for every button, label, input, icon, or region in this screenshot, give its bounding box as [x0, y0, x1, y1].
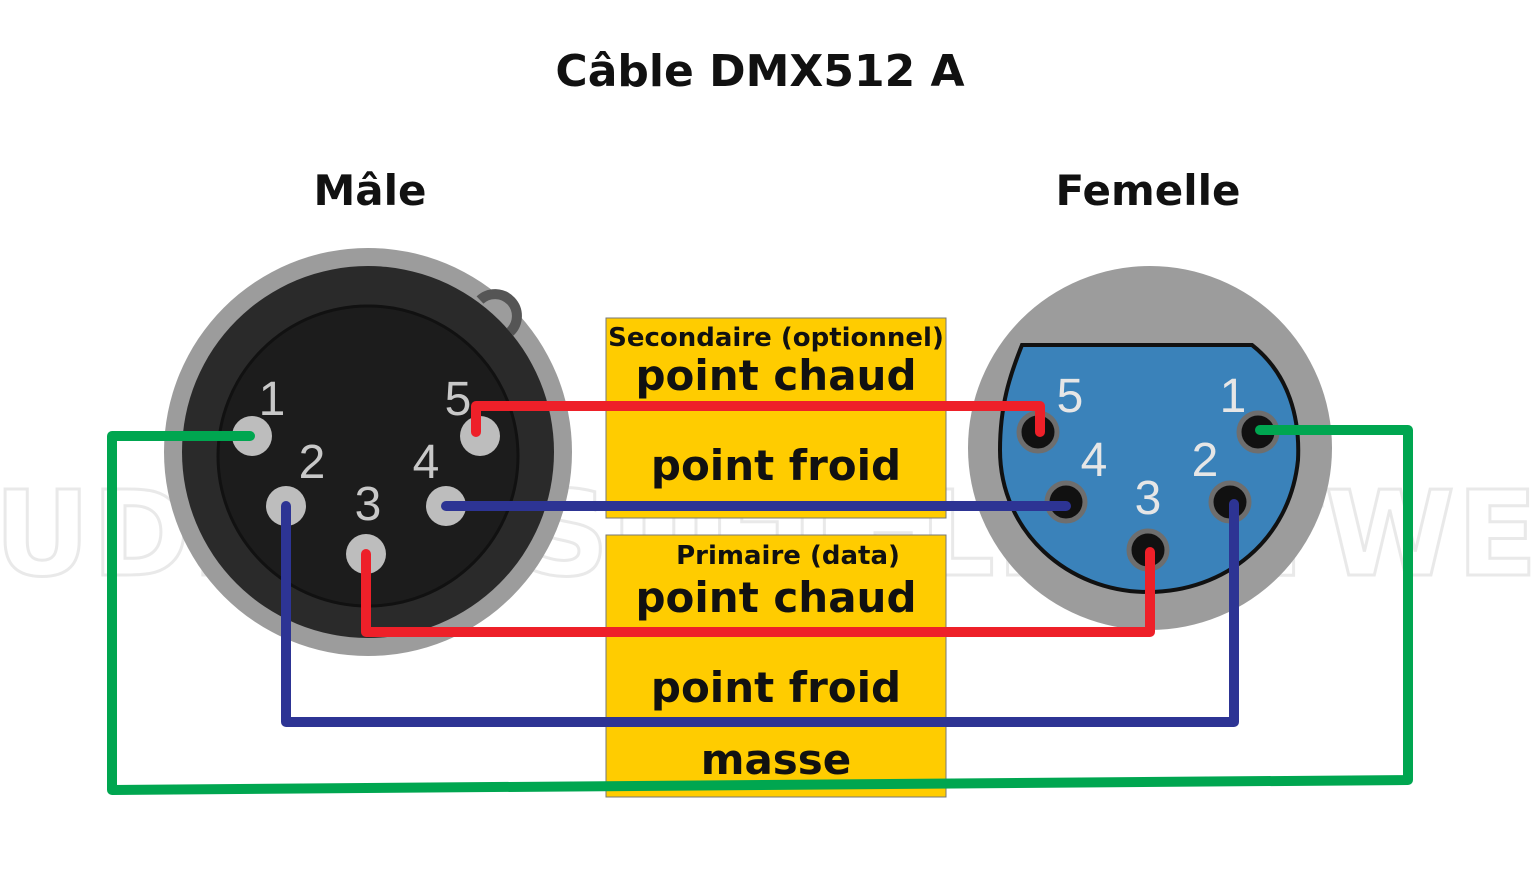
wire-ground	[107, 425, 1413, 795]
legend-primary-ground: masse	[701, 735, 852, 784]
legend-secondary-cold: point froid	[651, 441, 901, 490]
male-heading: Mâle	[313, 166, 426, 215]
female-pin-label-1: 1	[1220, 370, 1247, 423]
female-heading: Femelle	[1055, 166, 1240, 215]
female-pin-label-4: 4	[1081, 434, 1108, 487]
wires	[107, 401, 1413, 795]
legend-secondary-box	[605, 317, 947, 519]
male-pin-label-4: 4	[413, 436, 440, 489]
wire-primary-hot	[361, 547, 1155, 637]
female-pin-label-5: 5	[1057, 370, 1084, 423]
male-pin-label-5: 5	[445, 373, 472, 426]
female-pin-label-2: 2	[1192, 434, 1219, 487]
male-connector: 1 2 3 4 5	[164, 248, 572, 656]
diagram-title: Câble DMX512 A	[555, 46, 964, 97]
wire-secondary-hot	[471, 401, 1045, 437]
legend-primary: Primaire (data) point chaud point froid …	[605, 534, 947, 798]
male-key-notch	[476, 289, 522, 336]
legend-primary-cold: point froid	[651, 663, 901, 712]
male-pin-label-2: 2	[299, 436, 326, 489]
wire-primary-cold	[281, 499, 1239, 727]
legend-primary-hot: point chaud	[635, 573, 916, 622]
legend-secondary: Secondaire (optionnel) point chaud point…	[605, 317, 947, 519]
male-pin-5	[460, 416, 500, 456]
female-connector: 5 4 3 2 1	[968, 266, 1332, 630]
legend-secondary-hot: point chaud	[635, 351, 916, 400]
legend-primary-heading: Primaire (data)	[676, 541, 900, 571]
legend-secondary-heading: Secondaire (optionnel)	[608, 323, 944, 353]
female-pin-label-3: 3	[1135, 472, 1162, 525]
male-pin-label-1: 1	[259, 373, 286, 426]
legend-primary-box	[605, 534, 947, 798]
male-pin-label-3: 3	[355, 478, 382, 531]
